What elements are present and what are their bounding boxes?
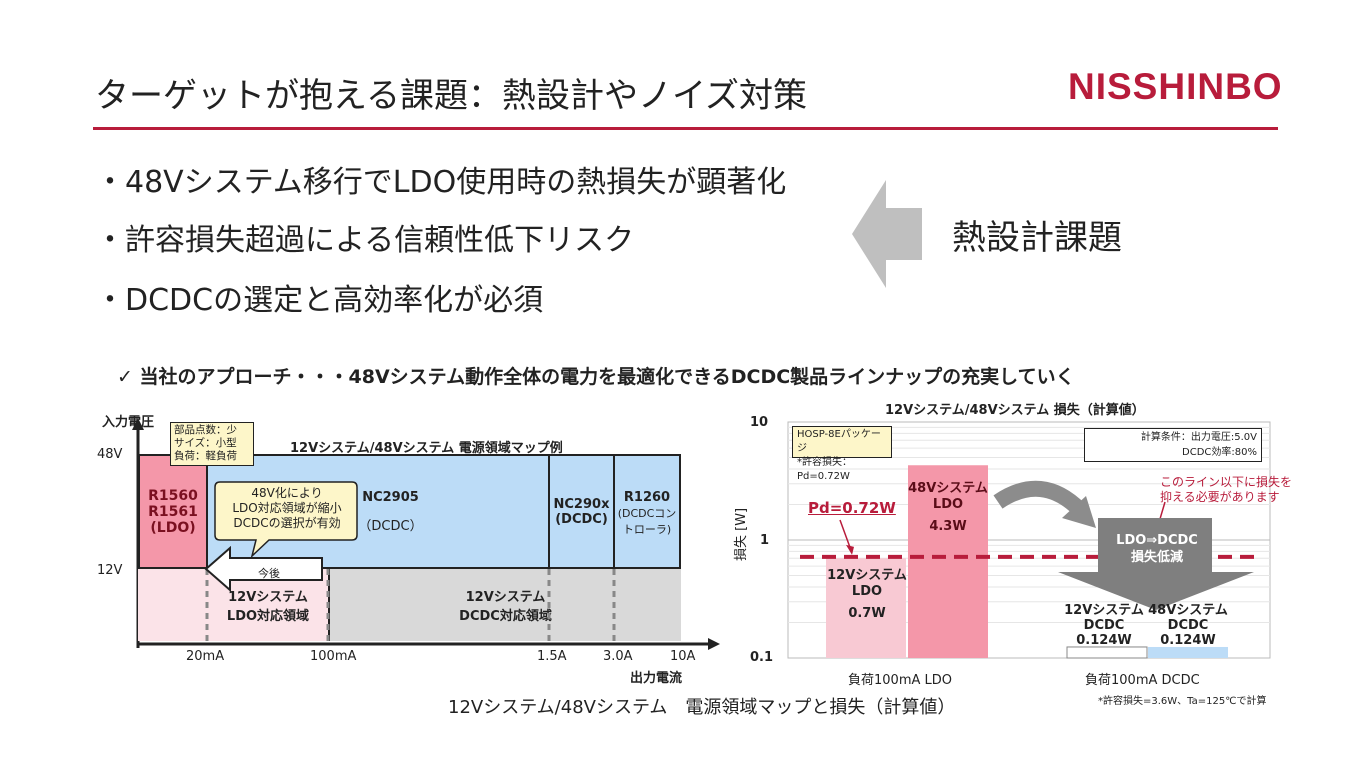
region-12v-dcdc-line1: 12Vシステム [465,590,546,605]
map-title: 12Vシステム/48Vシステム 電源領域マップ例 [290,441,563,456]
bar-48v-ldo-value: 4.3W [929,519,967,534]
x-tick-1-5a: 1.5A [537,649,567,664]
region-r1560: R1560 R1561 (LDO) [138,454,208,569]
bar-12v-ldo-label: 12Vシステム LDO 0.7W [826,568,908,622]
curved-arrow-head [1062,496,1096,528]
bar-1 [908,465,988,658]
spec-note-line3: 負荷：軽負荷 [174,450,237,462]
callout-text: 48V化により LDO対応領域が縮小 DCDCの選択が有効 [216,486,358,531]
figure-caption: 12Vシステム/48Vシステム 電源領域マップと損失（計算値） [448,697,956,718]
bar-2 [1066,646,1148,659]
nc2905-label: NC2905 [362,489,419,505]
package-note-line2: *許容損失：Pd=0.72W [797,457,852,482]
pd-threshold-label: Pd=0.72W [808,499,896,517]
y-tick-48v: 48V [97,447,123,462]
bar-48v-ldo-label-line2: LDO [932,497,964,512]
pd-pointer-arrowhead [846,544,854,555]
chart-y-axis-label: 損失 [W] [734,507,749,561]
bar-48v-ldo-label: 48Vシステム LDO 4.3W [908,481,988,535]
reduction-arrow-icon [1058,518,1254,610]
x-tick-20ma: 20mA [186,649,225,664]
bar-12v-ldo-label-line1: 12Vシステム [827,568,907,583]
condition-note: 計算条件：出力電圧:5.0V DCDC効率:80% [1084,428,1262,462]
y-tick-0-1: 0.1 [750,650,774,665]
nc2905-type: （DCDC） [358,518,423,534]
r1561-label: R1561 [148,503,198,520]
condition-note-line2: DCDC効率:80% [1182,447,1257,458]
region-12v-dcdc: 12Vシステム DCDC対応領域 [328,569,681,641]
callout-line1: 48V化により [251,486,323,500]
chart-title: 12Vシステム/48Vシステム 損失（計算値） [885,403,1145,418]
reduction-label-line1: LDO⇒DCDC [1116,533,1198,548]
x-tick-10a: 10A [670,649,696,664]
region-12v-dcdc-line2: DCDC対応領域 [459,609,552,624]
threshold-annotation-line1: このライン以下に損失を [1160,475,1293,489]
bar-48v-dcdc-label-line2: DCDC [1167,618,1209,633]
title-divider [93,127,1278,130]
r1260-type-line2: トローラ) [622,523,672,536]
region-r1260: R1260 (DCDCコン トローラ) [613,454,681,569]
bar-48v-dcdc-label-line1: 48Vシステム [1148,603,1228,618]
page-title: ターゲットが抱える課題：熱設計やノイズ対策 [95,76,807,116]
footnote: *許容損失=3.6W、Ta=125℃で計算 [1098,696,1267,707]
bar-3 [1148,646,1228,658]
spec-note-line2: サイズ：小型 [174,437,237,449]
reduction-label-line2: 損失低減 [1130,550,1183,565]
spec-note: 部品点数：少 サイズ：小型 負荷：軽負荷 [170,422,254,466]
curved-arrow-icon [993,480,1086,516]
spec-note-line1: 部品点数：少 [174,424,237,436]
package-note: HOSP-8Eパッケージ *許容損失：Pd=0.72W [792,426,892,482]
reduction-label: LDO⇒DCDC 損失低減 [1097,532,1217,566]
ldo-label: (LDO) [150,519,196,536]
bullet-3: ・DCDCの選定と高効率化が必須 [95,283,544,318]
region-nc290x: NC290x (DCDC) [548,454,615,569]
bar-12v-dcdc-value: 0.124W [1076,633,1132,648]
bar-48v-ldo-label-line1: 48Vシステム [908,481,988,496]
region-12v-ldo-line2: LDO対応領域 [226,609,310,624]
threshold-annotation-line2: 抑える必要があります [1160,490,1280,504]
region-lower-left [138,569,208,641]
y-tick-12v: 12V [97,563,123,578]
package-note-line1: HOSP-8Eパッケージ [797,429,881,454]
callout-line2: LDO対応領域が縮小 [232,501,342,515]
callout-line3: DCDCの選択が有効 [233,516,341,530]
category-ldo: 負荷100mA LDO [848,673,952,688]
bar-48v-dcdc-value: 0.124W [1160,633,1216,648]
map-dashed-lines [205,569,616,641]
nc290x-type: (DCDC) [555,511,608,527]
bar-12v-ldo-label-line2: LDO [851,584,883,599]
bar-0 [826,558,906,658]
callout-bubble [214,481,358,559]
region-12v-ldo-line1: 12Vシステム [228,590,308,605]
bar-12v-dcdc-label-line1: 12Vシステム [1064,603,1144,618]
map-x-axis-label: 出力電流 [630,671,683,686]
category-dcdc: 負荷100mA DCDC [1085,673,1200,688]
future-arrow-icon [204,546,323,592]
approach-statement: ✓ 当社のアプローチ・・・48Vシステム動作全体の電力を最適化できるDCDC製品… [117,366,1075,388]
bullet-1: ・48Vシステム移行でLDO使用時の熱損失が顕著化 [95,165,787,200]
bar-48v-dcdc-label: 48Vシステム DCDC 0.124W [1146,603,1230,648]
thermal-issue-label: 熱設計課題 [952,218,1122,258]
bar-12v-dcdc-label: 12Vシステム DCDC 0.124W [1062,603,1146,648]
y-tick-1: 1 [760,533,770,548]
y-tick-10: 10 [750,415,769,430]
condition-note-line1: 計算条件：出力電圧:5.0V [1140,432,1257,443]
bar-12v-dcdc-label-line2: DCDC [1083,618,1125,633]
x-tick-3-0a: 3.0A [603,649,633,664]
nc290x-label: NC290x [553,496,610,512]
nisshinbo-logo: NISSHINBO [1068,66,1283,107]
future-arrow-label: 今後 [258,567,280,580]
bar-12v-ldo-value: 0.7W [848,606,886,621]
threshold-annotation: このライン以下に損失を 抑える必要があります [1160,475,1292,505]
r1260-type-line1: (DCDCコン [617,507,677,520]
bullet-2: ・許容損失超過による信頼性低下リスク [95,223,635,258]
r1260-label: R1260 [623,490,671,505]
x-tick-100ma: 100mA [310,649,357,664]
r1560-label: R1560 [148,487,198,504]
left-arrow-icon [852,180,922,288]
